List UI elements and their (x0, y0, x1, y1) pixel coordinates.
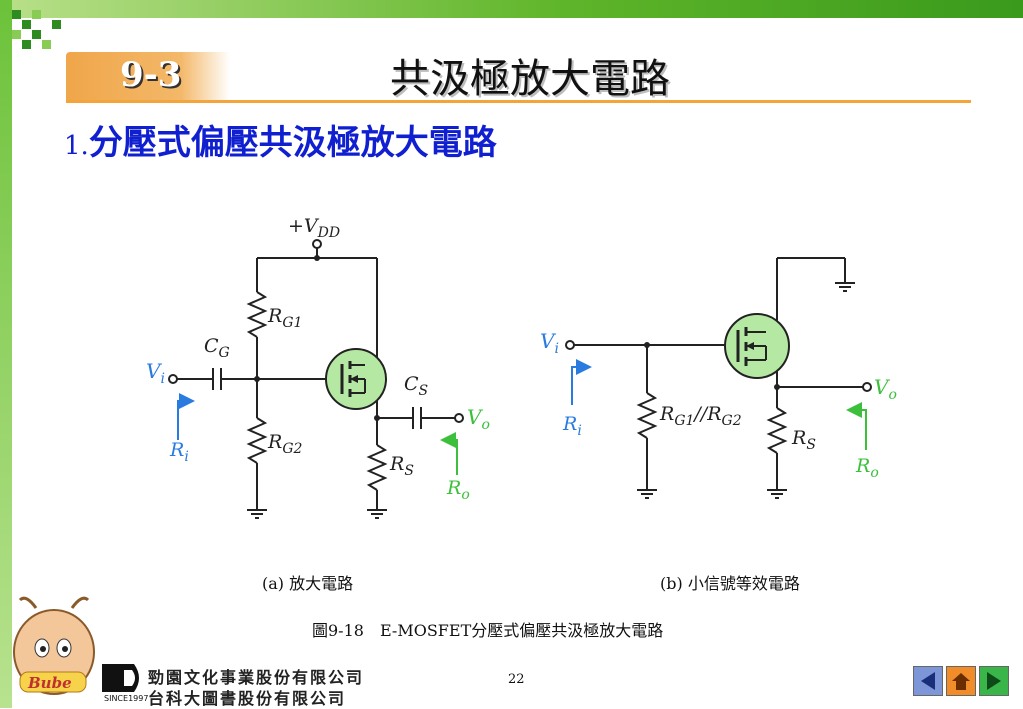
rg1-label: RG1 (267, 305, 302, 331)
company-line-2: 台科大圖書股份有限公司 (148, 689, 347, 708)
rs-label-b: RS (791, 427, 816, 453)
item-number: 1. (64, 131, 89, 161)
cg-label: CG (204, 335, 230, 361)
mascot-icon: Bube (13, 596, 95, 695)
figure-caption: 圖9-18 E-MOSFET分壓式偏壓共汲極放大電路 (312, 621, 664, 640)
home-icon (952, 673, 970, 690)
ro-arrow-b (846, 402, 867, 450)
cs-label: CS (404, 373, 428, 399)
section-number-tab: 9-3 (66, 52, 230, 100)
ground-b-drain (835, 282, 855, 292)
ground-b-rg (637, 489, 657, 499)
vi-label-b: Vi (540, 329, 559, 357)
circuit-b (565, 257, 872, 490)
publisher-logo-icon (102, 664, 139, 692)
junctions-a (254, 255, 380, 421)
ri-label-a: Ri (169, 439, 189, 465)
ri-label-b: Ri (562, 413, 582, 439)
logo-since: SINCE1997 (104, 694, 149, 703)
item-heading: 分壓式偏壓共汲極放大電路 (88, 123, 497, 163)
next-slide-button[interactable] (979, 666, 1009, 696)
vi-label-a: Vi (146, 359, 165, 387)
left-banner (0, 0, 12, 708)
ri-arrow-a (177, 393, 195, 440)
item-heading-line: 1.分壓式偏壓共汲極放大電路 (64, 115, 497, 164)
home-button[interactable] (946, 666, 976, 696)
title-underline (66, 100, 971, 103)
page-number: 22 (508, 672, 525, 687)
rs-label-a: RS (389, 453, 414, 479)
caption-b: (b) 小信號等效電路 (660, 574, 800, 593)
top-banner (0, 0, 1023, 18)
vo-label-a: Vo (467, 405, 490, 433)
rg-parallel-label: RG1//RG2 (659, 403, 742, 429)
mascot-text: Bube (27, 674, 72, 692)
mosfet-a (325, 348, 387, 410)
mosfet-b (724, 313, 790, 379)
ri-arrow-b (571, 359, 592, 405)
slide-title: 共汲極放大電路 (390, 56, 670, 102)
circuit-a (168, 239, 464, 510)
arrow-right-icon (987, 672, 1001, 690)
company-line-1: 勁園文化事業股份有限公司 (148, 668, 365, 687)
ground-a-rg2 (247, 509, 267, 519)
junctions-b (644, 342, 780, 390)
vdd-label: +VDD (288, 215, 340, 241)
ground-a-rs (367, 509, 387, 519)
caption-a: (a) 放大電路 (262, 574, 354, 593)
ro-arrow-a (440, 432, 458, 475)
vo-label-b: Vo (874, 375, 897, 403)
arrow-left-icon (921, 672, 935, 690)
ground-b-rs (767, 489, 787, 499)
ro-label-a: Ro (446, 477, 470, 503)
section-number: 9-3 (120, 55, 182, 95)
prev-slide-button[interactable] (913, 666, 943, 696)
rg2-label: RG2 (267, 431, 302, 457)
ro-label-b: Ro (855, 455, 879, 481)
